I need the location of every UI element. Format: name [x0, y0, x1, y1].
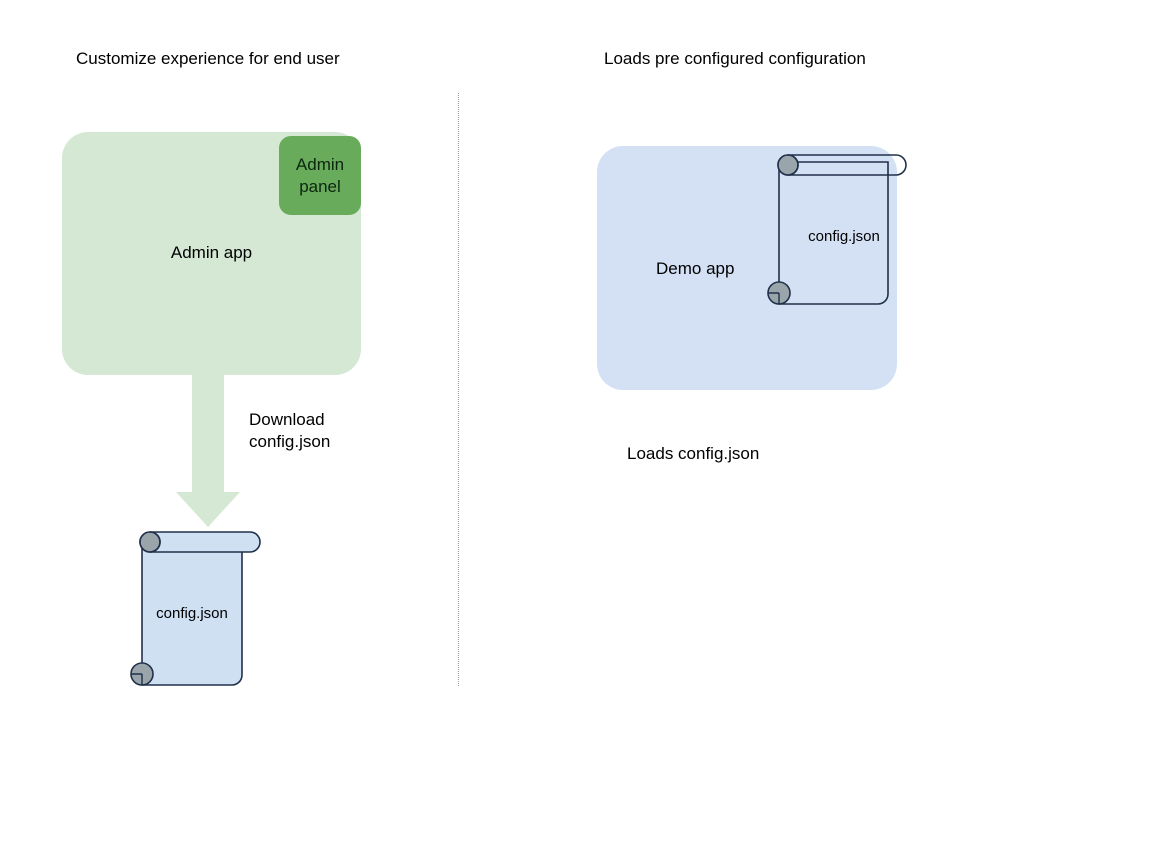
- admin-app-label: Admin app: [170, 243, 253, 262]
- right-config-document[interactable]: config.json: [766, 148, 916, 318]
- scroll-document-icon: [767, 154, 907, 305]
- admin-panel-badge-line2: panel: [299, 176, 341, 196]
- download-arrow-label-line2: config.json: [249, 432, 331, 451]
- right-config-document-label: config.json: [808, 228, 880, 245]
- download-arrow-icon: [176, 374, 240, 527]
- demo-app-label: Demo app: [656, 259, 735, 278]
- left-panel-title: Customize experience for end user: [76, 49, 340, 68]
- left-config-document-label: config.json: [156, 605, 228, 622]
- scroll-document-icon: [130, 531, 261, 686]
- panel-divider: [458, 93, 459, 686]
- right-panel-title: Loads pre configured configuration: [604, 49, 866, 68]
- admin-panel-badge-line1: Admin: [295, 154, 345, 174]
- download-arrow-label: Download config.json: [249, 409, 330, 453]
- left-config-document[interactable]: config.json: [118, 525, 268, 695]
- demo-app-box[interactable]: Demo app: [597, 146, 897, 390]
- download-arrow: [176, 374, 240, 527]
- download-arrow-label-line1: Download: [249, 410, 325, 429]
- loads-config-caption: Loads config.json: [627, 444, 760, 463]
- admin-panel-badge[interactable]: Admin panel: [279, 136, 361, 215]
